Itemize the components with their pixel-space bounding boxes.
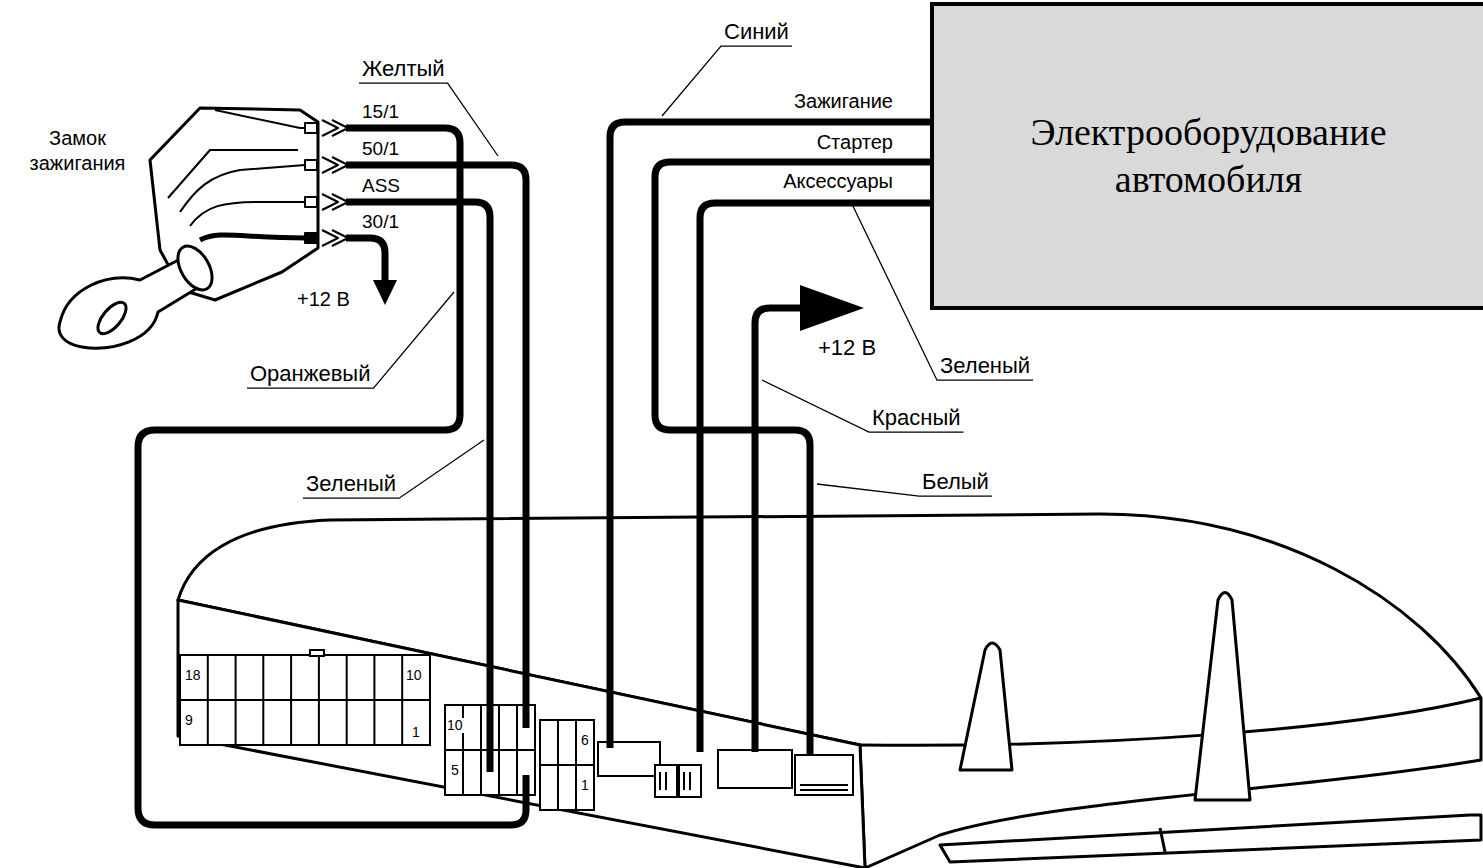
wire-15-1 (138, 128, 526, 825)
signal-label: Зажигание (794, 90, 893, 112)
voltage-label: +12 В (297, 288, 350, 310)
pin-number: 1 (411, 725, 421, 740)
signal-label: Стартер (817, 131, 893, 153)
wire-color-label: Белый (922, 470, 989, 494)
wire-color-label: Синий (724, 20, 789, 44)
wire-color-label: Красный (872, 406, 961, 430)
signal-label: Аксессуары (783, 170, 893, 192)
wires (138, 122, 931, 825)
wire-starter (655, 162, 931, 755)
wire-color-label: Оранжевый (250, 362, 370, 386)
pin-number: 9 (184, 713, 194, 728)
wire-color-label: Зеленый (306, 472, 396, 496)
terminal-label: ASS (362, 176, 400, 197)
pin-number: 18 (184, 668, 202, 683)
wire-50-1 (346, 165, 526, 728)
leader-line (303, 440, 484, 498)
pin-number: 10 (446, 718, 464, 733)
vehicle-electrics-box: Электрооборудование автомобиля (930, 2, 1483, 310)
leader-line (247, 292, 454, 388)
wire-accessory (700, 203, 931, 752)
pin-number: 10 (405, 668, 423, 683)
leader-line (762, 380, 964, 432)
arrow-head (373, 280, 397, 305)
ignition-lock-label: Замок зажигания (15, 124, 140, 178)
terminal-label: 50/1 (362, 139, 399, 160)
wire-color-label: Желтый (362, 57, 445, 81)
leader-lines (247, 46, 1033, 498)
box-title: Электрооборудование автомобиля (974, 109, 1444, 204)
control-unit (178, 514, 1481, 868)
voltage-label: +12 В (818, 336, 876, 360)
wire-color-label: Зеленый (940, 354, 1030, 378)
terminal-label: 15/1 (362, 102, 399, 123)
wire-30-1 (346, 238, 385, 284)
part-name: Замок зажигания (15, 126, 140, 176)
arrow-head (800, 285, 864, 331)
pin-number: 6 (580, 733, 590, 748)
leader-line (662, 46, 792, 116)
pin-number: 1 (580, 778, 590, 793)
pin-number: 5 (450, 763, 460, 778)
wire-power (755, 308, 808, 752)
terminal-label: 30/1 (362, 212, 399, 233)
